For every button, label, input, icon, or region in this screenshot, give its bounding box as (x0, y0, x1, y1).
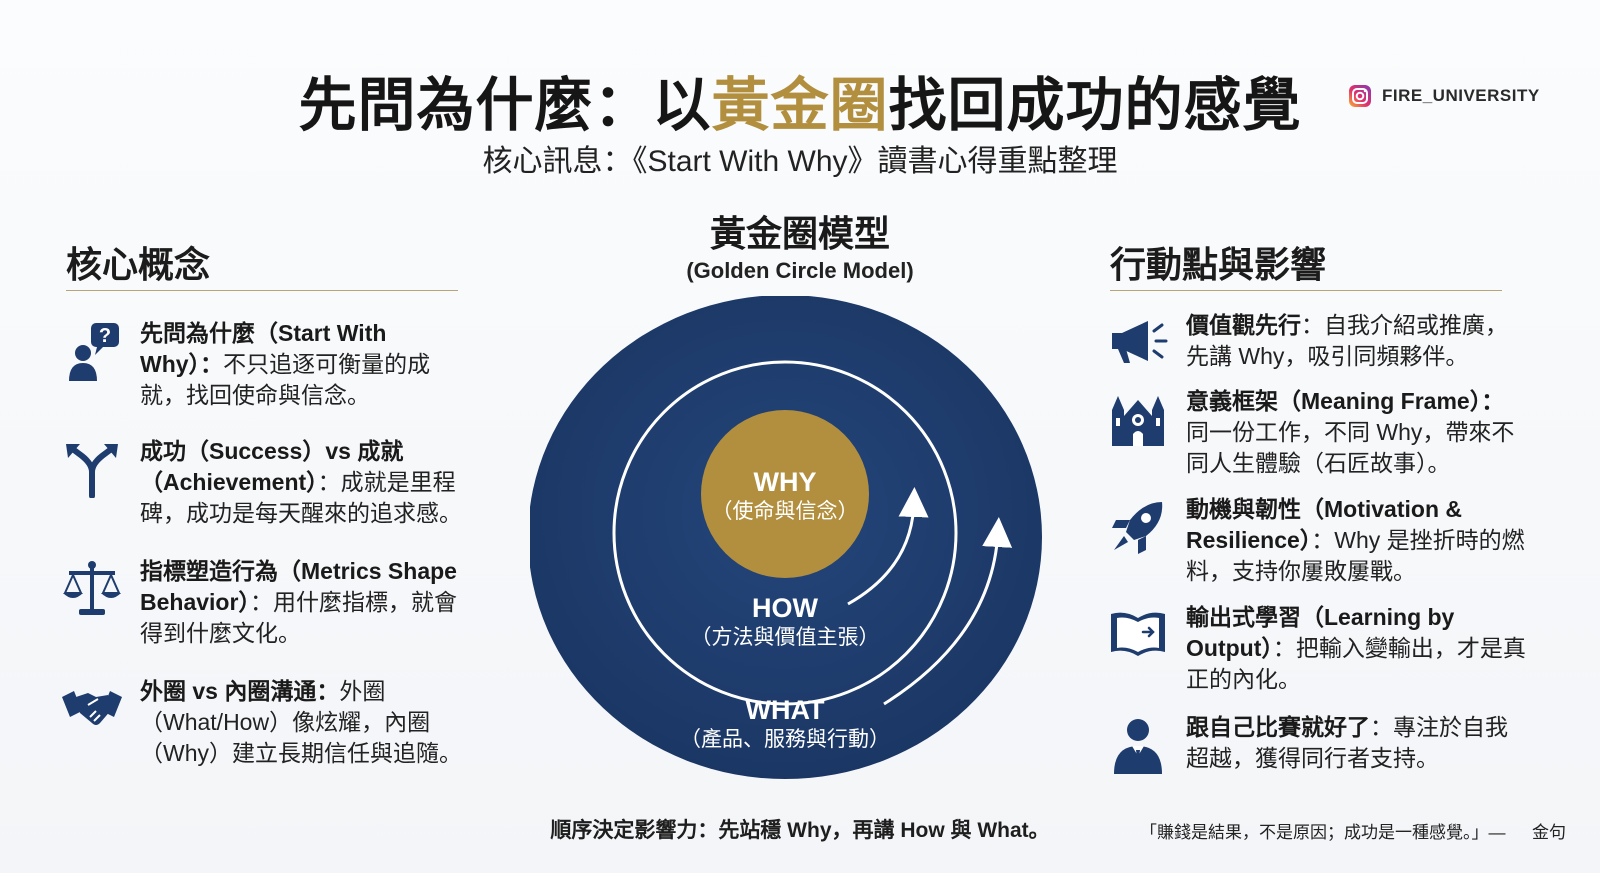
golden-circle-heading: 黃金圈模型 (Golden Circle Model) (600, 212, 1000, 286)
right-item-title: 價值觀先行 (1186, 312, 1301, 338)
left-item-text: 外圈 vs 內圈溝通：外圈（What/How）像炫耀，內圈（Why）建立長期信任… (140, 676, 470, 769)
right-item-title: 輸出式學習（Learning by Output） (1186, 604, 1455, 661)
what-desc: （產品、服務與行動） (680, 728, 890, 751)
rocket-icon (1106, 494, 1170, 558)
left-heading: 核心概念 (66, 244, 211, 285)
right-item-text: 輸出式學習（Learning by Output）：把輸入變輸出，才是真正的內化… (1186, 602, 1526, 695)
right-item-text: 跟自己比賽就好了：專注於自我超越，獲得同行者支持。 (1186, 712, 1526, 774)
what-label: WHAT （產品、服務與行動） (655, 694, 915, 754)
businessman-icon (1106, 712, 1170, 776)
right-item-motivation: 動機與韌性（Motivation & Resilience）：Why 是挫折時的… (1106, 494, 1526, 587)
right-item-text: 意義框架（Meaning Frame）： 同一份工作，不同 Why，帶來不同人生體… (1186, 386, 1526, 479)
right-item-learning-output: 輸出式學習（Learning by Output）：把輸入變輸出，才是真正的內化… (1106, 602, 1526, 695)
quote-author: 金句 (1532, 823, 1566, 842)
brand-handle[interactable]: FIRE_UNIVERSITY (1348, 84, 1540, 108)
left-item-desc: ：成就是里程碑，成功是每天醒來的追求感。 (140, 469, 462, 526)
quote-text: 「賺錢是結果，不是原因；成功是一種感覺。」— (1140, 823, 1506, 842)
right-divider (1110, 290, 1502, 291)
why-label: WHY （使命與信念） (655, 466, 915, 526)
left-item-circles: 外圈 vs 內圈溝通：外圈（What/How）像炫耀，內圈（Why）建立長期信任… (60, 676, 470, 769)
right-heading: 行動點與影響 (1110, 244, 1327, 285)
right-item-title: 跟自己比賽就好了 (1186, 714, 1370, 740)
right-item-desc: ：Why 是挫折時的燃料，支持你屢敗屢戰。 (1186, 527, 1525, 584)
left-item-success: 成功（Success）vs 成就（Achievement）：成就是里程碑，成功是… (60, 436, 470, 529)
page-title: 先問為什麼：以黃金圈找回成功的感覺 (0, 58, 1600, 142)
right-item-compete-self: 跟自己比賽就好了：專注於自我超越，獲得同行者支持。 (1106, 712, 1526, 776)
left-divider (66, 290, 458, 291)
title-highlight: 黃金圈 (711, 73, 889, 138)
right-item-title: 意義框架（Meaning Frame）： (1186, 388, 1505, 414)
brand-handle-text: FIRE_UNIVERSITY (1382, 86, 1540, 105)
left-item-title: 成功（Success）vs 成就（Achievement） (140, 438, 404, 495)
title-part1: 先問為什麼：以 (298, 73, 712, 138)
title-part2: 找回成功的感覺 (888, 73, 1302, 138)
cathedral-icon (1106, 386, 1170, 450)
right-item-text: 動機與韌性（Motivation & Resilience）：Why 是挫折時的… (1186, 494, 1526, 587)
how-title: HOW (752, 593, 818, 623)
left-item-start-with-why: ? 先問為什麼（Start With Why）：不只追逐可衡量的成就，找回使命與… (60, 318, 470, 411)
left-item-text: 指標塑造行為（Metrics Shape Behavior）：用什麼指標，就會得… (140, 556, 470, 649)
why-desc: （使命與信念） (711, 500, 859, 523)
left-item-title: 先問為什麼（Start With Why）： (140, 320, 387, 377)
left-item-desc: 外圈（What/How）像炫耀，內圈（Why）建立長期信任與追隨。 (140, 678, 462, 766)
golden-circle-caption: 順序決定影響力：先站穩 Why，再講 How 與 What。 (550, 819, 1050, 842)
golden-circle-diagram (530, 296, 1042, 779)
how-ring-outline (612, 360, 958, 706)
person-question-icon: ? (60, 318, 124, 382)
svg-text:?: ? (99, 325, 111, 347)
golden-circle-subtitle: (Golden Circle Model) (686, 258, 914, 283)
right-item-desc: ：專注於自我超越，獲得同行者支持。 (1186, 714, 1508, 771)
balance-scale-icon (60, 556, 124, 620)
left-item-title: 指標塑造行為（Metrics Shape Behavior） (140, 558, 457, 615)
left-item-desc: ：用什麼指標，就會得到什麼文化。 (140, 589, 457, 646)
how-desc: （方法與價值主張） (690, 626, 880, 649)
page-subtitle: 核心訊息：《Start With Why》讀書心得重點整理 (482, 145, 1118, 178)
right-item-text: 價值觀先行：自我介紹或推廣，先講 Why，吸引同頻夥伴。 (1186, 310, 1526, 372)
fork-arrows-icon (60, 436, 124, 500)
right-item-title: 動機與韌性（Motivation & Resilience） (1186, 496, 1462, 553)
left-item-desc: 不只追逐可衡量的成就，找回使命與信念。 (140, 351, 431, 408)
right-item-desc: 同一份工作，不同 Why，帶來不同人生體驗（石匠故事）。 (1186, 419, 1515, 476)
how-arrow-icon (847, 487, 929, 606)
instagram-icon (1349, 85, 1371, 107)
golden-circle-title: 黃金圈模型 (709, 213, 890, 254)
right-item-desc: ：把輸入變輸出，才是真正的內化。 (1186, 635, 1526, 692)
left-item-text: 先問為什麼（Start With Why）：不只追逐可衡量的成就，找回使命與信念… (140, 318, 470, 411)
right-item-values-first: 價值觀先行：自我介紹或推廣，先講 Why，吸引同頻夥伴。 (1106, 310, 1526, 374)
left-item-metrics: 指標塑造行為（Metrics Shape Behavior）：用什麼指標，就會得… (60, 556, 470, 649)
right-item-desc: ：自我介紹或推廣，先講 Why，吸引同頻夥伴。 (1186, 312, 1508, 369)
what-title: WHAT (745, 695, 825, 725)
handshake-icon (60, 676, 124, 740)
why-core (701, 410, 869, 578)
left-item-text: 成功（Success）vs 成就（Achievement）：成就是里程碑，成功是… (140, 436, 470, 529)
how-label: HOW （方法與價值主張） (655, 592, 915, 652)
left-item-title: 外圈 vs 內圈溝通： (140, 678, 340, 704)
open-book-icon (1106, 602, 1170, 666)
what-arrow-icon (883, 517, 1013, 706)
right-item-meaning-frame: 意義框架（Meaning Frame）： 同一份工作，不同 Why，帶來不同人生體… (1106, 386, 1526, 479)
megaphone-icon (1106, 310, 1170, 374)
why-title: WHY (753, 467, 817, 497)
